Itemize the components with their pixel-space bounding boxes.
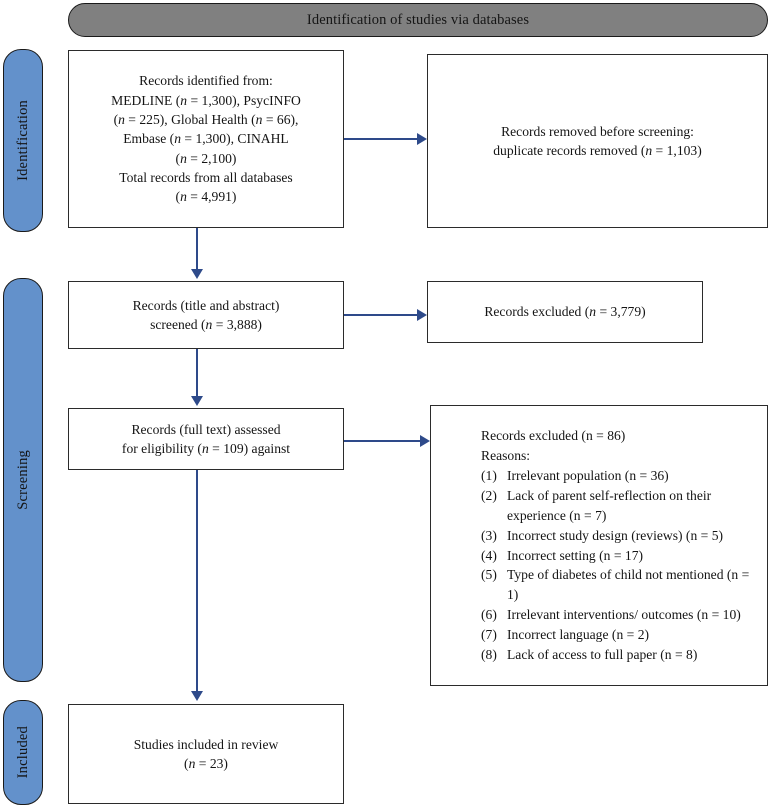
text-line: MEDLINE (n = 1,300), PsycINFO [111,92,301,108]
exclusion-reason-item: (8) Lack of access to full paper (n = 8) [481,645,759,665]
stage-band-screening: Screening [3,278,43,682]
text-line: (n = 23) [184,756,228,771]
exclusion-reason-number: (5) [481,567,497,583]
box-records-fulltext-assessed: Records (full text) assessed for eligibil… [68,408,344,470]
box-records-removed-before-screening: Records removed before screening: duplica… [427,54,768,228]
exclusion-reason-number: (8) [481,646,497,662]
text-line: for eligibility (n = 109) against [121,441,291,456]
text-line: Reasons: [481,448,531,464]
stage-band-identification-label: Identification [14,100,31,181]
exclusion-reason-text: Irrelevant interventions/ outcomes (n = … [507,607,741,623]
arrowhead-identified-to-duplicates [417,133,427,145]
text-line: Records excluded (n = 86) [481,428,626,444]
text-line: (n = 2,100) [175,150,237,166]
exclusion-reason-text: Incorrect language (n = 2) [507,626,650,642]
text-line: Records identified from: [139,73,273,89]
text-line: (n = 4,991) [175,189,237,205]
box-records-removed-before-screening-text: Records removed before screening: duplica… [493,122,702,161]
arrowhead-fulltext-to-excluded-reasons [420,435,430,447]
connector-fulltext-to-excluded-reasons [344,440,421,442]
exclusion-reasons-list: (1) Irrelevant population (n = 36) (2) Lack… [481,466,759,664]
arrowhead-screened-to-fulltext [191,396,203,406]
box-records-excluded-screening-text: Records excluded (n = 3,779) [484,302,645,321]
exclusion-reason-item: (2) Lack of parent self-reflection on the… [481,486,759,526]
box-records-excluded-fulltext: Records excluded (n = 86) Reasons: (1) Irr… [430,405,768,686]
text-line: screened (n = 3,888) [150,317,262,332]
arrowhead-fulltext-to-included [191,691,203,701]
arrowhead-screened-to-excluded [417,309,427,321]
connector-fulltext-to-included [196,470,198,692]
diagram-header-banner: Identification of studies via databases [68,3,768,37]
text-line: (n = 225), Global Health (n = 66), [113,112,299,128]
text-line: Embase (n = 1,300), CINAHL [123,131,289,147]
box-studies-included-text: Studies included in review (n = 23) [134,735,279,774]
text-line: Studies included in review [133,736,279,752]
box-records-screened-text: Records (title and abstract) screened (n … [133,296,280,335]
box-records-fulltext-assessed-text: Records (full text) assessed for eligibil… [122,420,290,459]
exclusion-reason-item: (4) Incorrect setting (n = 17) [481,546,759,566]
exclusion-reason-item: (1) Irrelevant population (n = 36) [481,466,759,486]
exclusion-reason-text: Incorrect setting (n = 17) [507,547,644,563]
box-records-screened: Records (title and abstract) screened (n … [68,281,344,349]
box-records-excluded-fulltext-heading: Records excluded (n = 86) Reasons: [481,426,759,466]
text-line: Records excluded (n = 3,779) [484,304,646,320]
arrowhead-identified-to-screened [191,269,203,279]
exclusion-reason-item: (6) Irrelevant interventions/ outcomes (n… [481,605,759,625]
text-line: duplicate records removed (n = 1,103) [493,143,702,158]
text-line: Total records from all databases [119,169,293,185]
exclusion-reason-text: Irrelevant population (n = 36) [507,468,669,484]
box-records-excluded-screening: Records excluded (n = 3,779) [427,281,703,343]
box-records-identified: Records identified from: MEDLINE (n = 1,3… [68,50,344,228]
exclusion-reason-number: (3) [481,527,497,543]
stage-band-identification: Identification [3,49,43,232]
connector-screened-to-fulltext [196,349,198,397]
connector-screened-to-excluded [344,314,418,316]
connector-identified-to-screened [196,228,198,270]
text-line: Records (full text) assessed [131,421,281,437]
exclusion-reason-text: Lack of parent self-reflection on their … [507,487,712,523]
stage-band-included: Included [3,700,43,805]
stage-band-included-label: Included [14,726,31,779]
exclusion-reason-number: (1) [481,468,497,484]
exclusion-reason-text: Lack of access to full paper (n = 8) [507,646,698,662]
text-line: Records (title and abstract) [132,297,280,313]
exclusion-reason-item: (5) Type of diabetes of child not mention… [481,565,759,605]
exclusion-reason-item: (7) Incorrect language (n = 2) [481,625,759,645]
exclusion-reason-number: (7) [481,626,497,642]
stage-band-screening-label: Screening [14,450,31,510]
diagram-header-title: Identification of studies via databases [306,11,530,28]
exclusion-reason-number: (2) [481,487,497,503]
box-records-identified-text: Records identified from: MEDLINE (n = 1,3… [111,71,301,206]
connector-identified-to-duplicates [344,138,418,140]
exclusion-reason-item: (3) Incorrect study design (reviews) (n =… [481,526,759,546]
box-studies-included: Studies included in review (n = 23) [68,704,344,804]
text-line: Records removed before screening: [501,123,694,139]
exclusion-reason-number: (6) [481,607,497,623]
exclusion-reason-text: Type of diabetes of child not mentioned … [507,567,750,603]
exclusion-reason-text: Incorrect study design (reviews) (n = 5) [507,527,724,543]
exclusion-reason-number: (4) [481,547,497,563]
